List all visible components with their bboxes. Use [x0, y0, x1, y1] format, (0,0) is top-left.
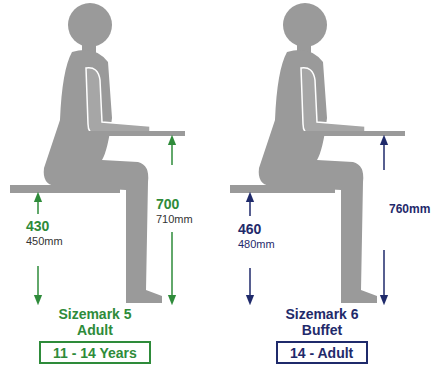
- age-range-text: 11 - 14 Years: [53, 345, 137, 362]
- dimension-value: 430: [26, 218, 49, 234]
- dimension-value: 760mm: [389, 203, 430, 217]
- table-top: [75, 131, 185, 136]
- age-range-box: 11 - 14 Years: [39, 341, 151, 364]
- age-range-text: 14 - Adult: [290, 345, 354, 362]
- dimension-mm: 480mm: [238, 238, 275, 251]
- dimension-value: 460: [238, 221, 261, 237]
- age-range-box: 14 - Adult: [276, 341, 368, 364]
- right-figure: [230, 3, 405, 303]
- seat: [10, 185, 120, 193]
- size-caption: Sizemark 5 Adult: [45, 306, 145, 338]
- left-figure: [10, 3, 185, 303]
- dimension-mm: 710mm: [156, 213, 193, 226]
- table-top: [290, 131, 405, 136]
- seat: [230, 185, 335, 193]
- size-caption: Sizemark 6 Buffet: [272, 306, 372, 338]
- dimension-mm: 450mm: [26, 235, 63, 248]
- dimension-value: 700: [156, 196, 179, 212]
